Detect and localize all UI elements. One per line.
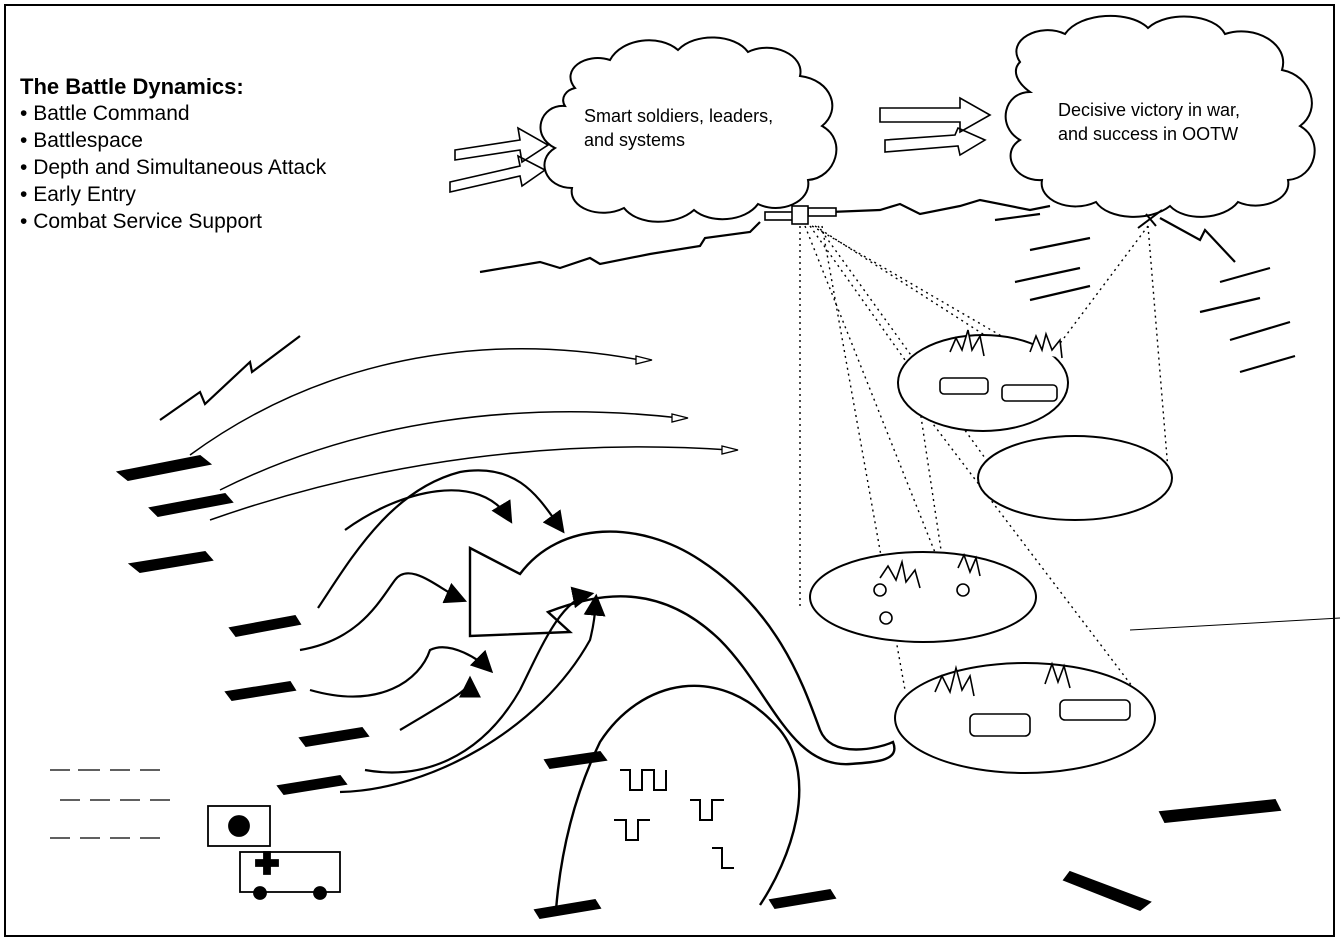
cloud-line: Decisive victory in war, <box>1058 100 1241 120</box>
missiles <box>635 355 739 455</box>
cloud-line: and success in OOTW <box>1058 124 1239 144</box>
legend-item: Battlespace <box>20 127 326 154</box>
satellite-icon <box>764 205 837 225</box>
aircraft-icon <box>1137 209 1163 229</box>
legend-item: Depth and Simultaneous Attack <box>20 154 326 181</box>
medical-unit <box>207 805 341 900</box>
diagram-frame <box>4 4 1335 937</box>
legend-item: Combat Service Support <box>20 208 326 235</box>
radio-stations <box>115 455 1282 919</box>
fire-arrows <box>299 469 606 794</box>
comms-links <box>159 198 1296 421</box>
hollow-arrow-legend-to-cloud <box>449 126 550 194</box>
missile-trajectories <box>189 348 731 521</box>
cloud-smart-soldiers-text: Smart soldiers, leaders, and systems <box>584 104 773 152</box>
maneuver-arrow <box>468 530 896 766</box>
legend-item: Battle Command <box>20 100 326 127</box>
target-vehicles <box>873 329 1131 737</box>
cloud-decisive-victory-text: Decisive victory in war, and success in … <box>1058 98 1240 146</box>
trenches <box>614 769 734 869</box>
early-entry-loop <box>554 684 801 911</box>
horizon-line <box>1129 617 1341 631</box>
cloud-line: and systems <box>584 130 686 150</box>
legend-title: The Battle Dynamics: <box>20 74 244 99</box>
legend-list: Battle Command Battlespace Depth and Sim… <box>20 100 326 235</box>
cloud-line: Smart soldiers, leaders, <box>584 106 774 126</box>
legend-item: Early Entry <box>20 181 326 208</box>
battle-dynamics-legend: The Battle Dynamics: Battle Command Batt… <box>20 74 326 235</box>
cloud-smart-soldiers <box>539 36 838 223</box>
cloud-decisive-victory <box>1004 14 1316 218</box>
hollow-arrow-cloud-to-cloud <box>879 96 992 157</box>
ground-units <box>50 769 170 839</box>
